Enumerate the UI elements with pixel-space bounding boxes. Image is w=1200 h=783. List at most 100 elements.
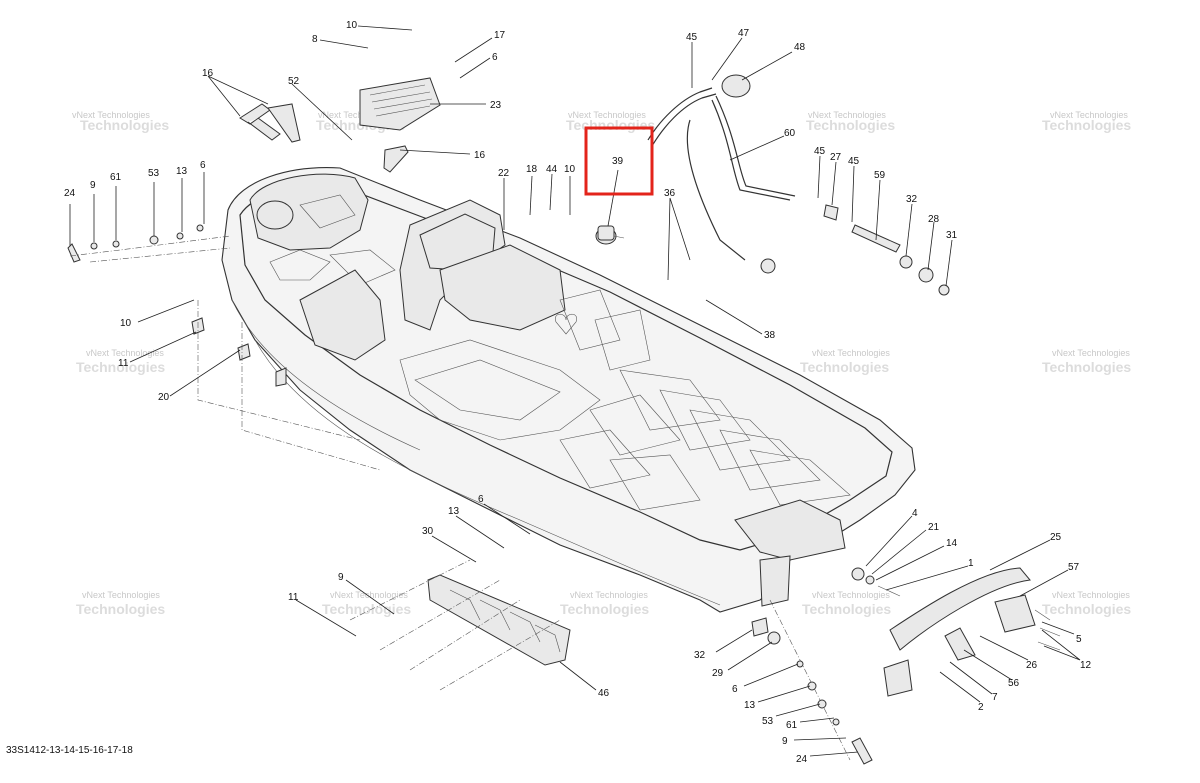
callout-label: 22 [498,168,510,179]
callout-label: 9 [338,572,344,583]
watermark: Technologies [322,601,411,617]
intake-grate [349,559,571,691]
watermark: Technologies [76,359,165,375]
watermark: vNext Technologies [1052,348,1130,358]
callout-label: 13 [176,166,188,177]
footwell [269,249,331,281]
callout-label: 28 [928,214,940,225]
callout-label: 25 [1050,532,1062,543]
callout-label: 6 [492,52,498,63]
callout-label: 47 [738,28,750,39]
watermark: vNext Technologies [1050,110,1128,120]
hull-assembly [221,167,916,613]
callout-label: 4 [912,508,918,519]
callout-labels: 10 8 17 6 16 52 23 16 45 47 48 60 45 27 … [64,20,1092,765]
callout-label: 31 [946,230,958,241]
callout-label: 53 [762,716,774,727]
callout-label: 60 [784,128,796,139]
callout-label: 11 [118,358,129,369]
callout-label: 8 [312,34,318,45]
callout-label: 11 [288,592,299,603]
callout-label: 18 [526,164,538,175]
rear-handle-assembly [883,567,1061,697]
watermark: Technologies [76,601,165,617]
side-pod-left [299,269,386,361]
highlight-box[interactable]: 39 [584,126,654,196]
callout-label: 36 [664,188,676,199]
callout-label: 32 [694,650,706,661]
watermark: Technologies [80,117,169,133]
callout-label: 9 [90,180,96,191]
vent-cover [359,77,441,131]
callout-label: 24 [796,754,808,765]
callout-label: 2 [978,702,984,713]
callout-label: 21 [928,522,940,533]
hull-ribs [559,289,851,511]
callout-label: 48 [794,42,806,53]
callout-label: 1 [968,558,974,569]
heart-cutout [554,313,578,335]
drain-plug-stack [751,599,873,765]
callout-label: 57 [1068,562,1080,573]
deck-floor [399,339,601,441]
callout-label: 44 [546,164,558,175]
callout-label: 26 [1026,660,1038,671]
callout-label: 23 [490,100,502,111]
callout-label: 6 [732,684,738,695]
transom [734,499,846,561]
callout-label: 61 [786,720,798,731]
console-detail [299,194,356,229]
hose-routing [647,74,796,274]
callout-label: 16 [202,68,214,79]
fuel-cap-area [256,200,294,230]
callout-label: 6 [478,494,484,505]
watermark: Technologies [566,117,655,133]
watermark: Technologies [800,359,889,375]
callout-label: 53 [148,168,160,179]
callout-label: 46 [598,688,610,699]
watermark: Technologies [1042,359,1131,375]
strap-handle [383,145,409,173]
callout-label: 6 [200,160,206,171]
watermark: vNext Technologies [86,348,164,358]
callout-label: 14 [946,538,958,549]
callout-label: 5 [1076,634,1082,645]
transom-fittings [851,567,901,597]
watermark: vNext Technologies [812,348,890,358]
callout-label: 38 [764,330,776,341]
watermark: Technologies [802,601,891,617]
watermark: vNext Technologies [808,110,886,120]
callout-label: 45 [686,32,698,43]
watermark: vNext Technologies [1052,590,1130,600]
ride-plate-mount [759,555,791,607]
callout-label: 9 [782,736,788,747]
callout-label: 32 [906,194,918,205]
callout-label: 29 [712,668,724,679]
callout-label: 10 [564,164,576,175]
left-fasteners [67,224,231,263]
rear-seat-support [439,244,566,331]
callout-label: 10 [120,318,132,329]
watermark: Technologies [560,601,649,617]
callout-label: 20 [158,392,170,403]
highlight-frame[interactable] [584,126,654,196]
callout-label: 17 [494,30,506,41]
callout-label: 45 [848,156,860,167]
document-reference: 33S1412-13-14-15-16-17-18 [6,745,133,756]
callout-label: 45 [814,146,826,157]
callout-label: 61 [110,172,122,183]
watermark: vNext Technologies [72,110,150,120]
watermark: vNext Technologies [82,590,160,600]
highlight-label: 39 [612,156,624,167]
sensor-assembly-39 [595,225,625,245]
watermark: vNext Technologies [568,110,646,120]
chine-line [231,299,421,451]
callout-label: 27 [830,152,842,163]
callout-label: 30 [422,526,434,537]
watermark: vNext Technologies [330,590,408,600]
bracket-set [191,300,381,471]
callout-label: 24 [64,188,76,199]
front-console [249,173,369,251]
callout-label: 13 [744,700,756,711]
deck-recess [414,359,561,421]
